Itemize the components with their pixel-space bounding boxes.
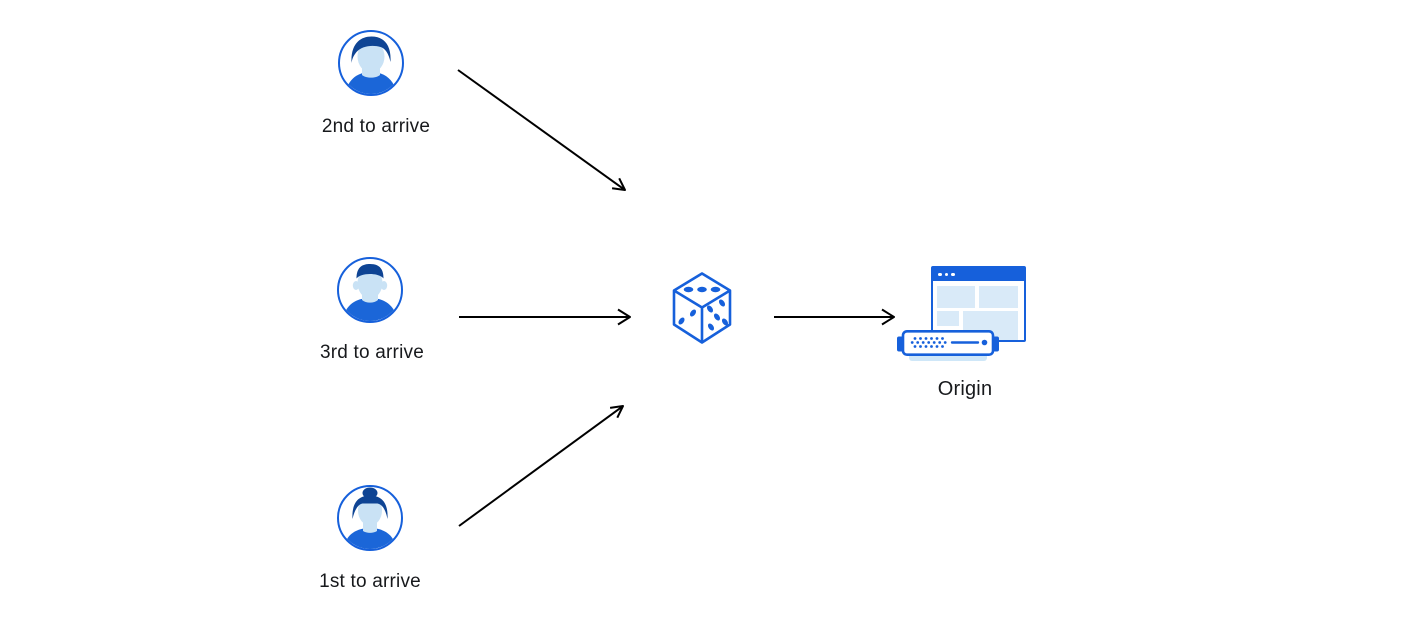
arrow-user3-to-dice xyxy=(459,308,631,326)
user-label: 3rd to arrive xyxy=(320,342,424,363)
server-vent-dots xyxy=(910,337,947,348)
user-label: 2nd to arrive xyxy=(321,116,431,137)
dice-icon xyxy=(672,272,732,344)
content-block xyxy=(937,286,975,308)
user-label: 1st to arrive xyxy=(319,571,421,592)
user-avatar-icon xyxy=(337,257,403,323)
arrow-user1-to-dice xyxy=(458,405,624,527)
origin-label: Origin xyxy=(937,378,993,400)
origin-server-icon xyxy=(897,330,999,361)
user-avatar-icon xyxy=(337,485,403,551)
browser-titlebar xyxy=(933,268,1024,281)
arrow-user2-to-dice xyxy=(457,69,626,191)
window-dot-icon xyxy=(938,272,942,277)
user-avatar-icon xyxy=(338,30,404,96)
window-dot-icon xyxy=(944,272,948,277)
arrow-dice-to-origin xyxy=(774,308,895,326)
window-dot-icon xyxy=(951,272,955,277)
content-block xyxy=(979,286,1018,308)
content-block xyxy=(937,311,959,326)
